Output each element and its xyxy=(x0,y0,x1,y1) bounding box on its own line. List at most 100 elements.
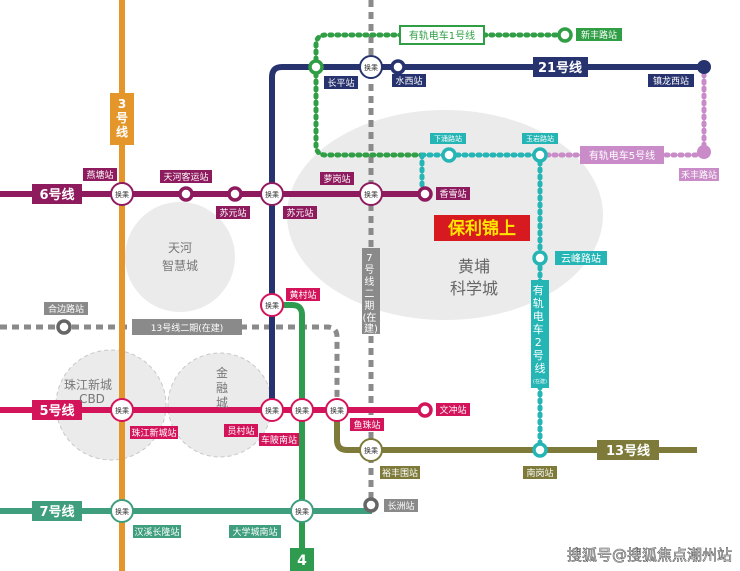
zone-huangpu-1: 黄埔 xyxy=(458,257,490,276)
line7-badge-bg xyxy=(32,501,82,521)
line6-badge-bg xyxy=(32,184,82,204)
label-changzhou: 长洲站 xyxy=(387,500,414,512)
label-menggang-bg xyxy=(320,172,354,185)
transfer-yuancun-label: 换乘 xyxy=(265,406,279,415)
line5-badge-bg xyxy=(32,400,82,420)
line7ext-c1: 7 xyxy=(366,253,372,264)
transfer-yuancun-ring xyxy=(260,398,284,422)
label-wenchong-bg xyxy=(436,403,470,416)
label-suyuan2: 苏元站 xyxy=(286,207,313,219)
station-dot-shuixi xyxy=(390,59,406,75)
line13-badge-bg xyxy=(597,440,659,460)
label-nangang-bg xyxy=(523,466,557,479)
transfer-suyuan: 换乘 xyxy=(260,182,284,206)
transfer-yufengwei-label: 换乘 xyxy=(364,446,378,455)
transfer-zhujiangxincheng-label: 换乘 xyxy=(115,406,129,415)
transfer-hanxi-label: 换乘 xyxy=(115,507,129,516)
label-zhenlongxi: 镇龙西站 xyxy=(653,75,689,87)
label-hebian-bg xyxy=(44,302,88,315)
transfer-yantang-ring xyxy=(110,182,134,206)
line7ext-c4: 二 xyxy=(364,289,374,300)
label-xinfeng: 新丰路站 xyxy=(581,29,617,41)
label-yuzhu-bg xyxy=(350,418,384,431)
transfer-daxuecheng-label: 换乘 xyxy=(295,507,309,516)
tram2-c7: 线 xyxy=(535,361,546,375)
label-chebeinan-bg xyxy=(259,433,299,446)
label-yuancun: 员村站 xyxy=(227,425,254,437)
station-dot-xiangxue xyxy=(417,186,433,202)
line7ext-c3: 线 xyxy=(364,275,374,288)
line7ext-badge-bg xyxy=(362,248,380,334)
label-xiayong-bg xyxy=(430,133,466,144)
station-dot-changping xyxy=(308,59,324,75)
label-huangcun-bg xyxy=(286,288,320,301)
label-chebeinan: 车陂南站 xyxy=(261,434,297,446)
watermark: 搜狐号@搜狐焦点潮州站 xyxy=(567,546,732,564)
line13ext-badge-bg xyxy=(132,319,242,335)
transfer-suyuan-ring xyxy=(260,182,284,206)
transfer-huangcun-ring xyxy=(260,293,284,317)
label-hanxi-bg xyxy=(133,525,181,538)
tram2-c2: 轨 xyxy=(533,296,544,310)
label-nangang: 南岗站 xyxy=(526,467,553,479)
transfer-yantang: 换乘 xyxy=(110,182,134,206)
label-yuancun-bg xyxy=(224,424,258,437)
tram2-c4: 车 xyxy=(533,322,544,336)
transfer-menggang-ring xyxy=(359,182,383,206)
transfer-daxuecheng-ring xyxy=(290,499,314,523)
label-suyuan2-bg xyxy=(283,206,317,219)
transfer-zhujiangxincheng-ring xyxy=(110,398,134,422)
tram2-c3: 电 xyxy=(533,310,544,323)
tram1-branch-path xyxy=(313,64,430,158)
line21-badge-bg xyxy=(533,57,588,77)
line3-badge-bg xyxy=(110,93,134,145)
label-yufengwei: 裕丰围站 xyxy=(382,467,418,479)
transfer-chebeinan: 换乘 xyxy=(290,398,314,422)
label-zhenlongxi-bg xyxy=(648,74,694,87)
label-xiangxue-bg xyxy=(436,187,470,200)
station-dot-xinfeng xyxy=(557,27,573,43)
label-changping: 长平站 xyxy=(327,77,354,89)
transfer-yuzhu: 换乘 xyxy=(325,398,349,422)
label-shuixi-bg xyxy=(392,74,426,87)
label-changzhou-bg xyxy=(384,499,418,512)
line21-badge: 21号线 xyxy=(538,60,582,76)
label-hebian: 合边路站 xyxy=(48,303,84,315)
tram2-c6: 号 xyxy=(533,349,544,362)
label-wenchong: 文冲站 xyxy=(439,404,466,416)
tram2-c1: 有 xyxy=(533,283,544,297)
transfer-daxuecheng: 换乘 xyxy=(290,499,314,523)
label-yufeng-bg xyxy=(522,133,558,144)
tram1-path xyxy=(313,32,568,70)
label-daxuecheng: 大学城南站 xyxy=(232,526,277,538)
highlight-bg xyxy=(434,215,530,241)
label-yuzhu: 鱼珠站 xyxy=(353,419,380,431)
line5-badge: 5号线 xyxy=(39,403,74,419)
zone-tianhe-2: 智慧城 xyxy=(162,258,198,273)
transfer-yuancun: 换乘 xyxy=(260,398,284,422)
label-xinfeng-bg xyxy=(576,28,622,41)
station-dot-xiayong xyxy=(441,147,457,163)
line7ext-c5: 期 xyxy=(364,300,374,312)
label-hanxi: 汉溪长隆站 xyxy=(134,526,179,538)
tram2-badge-bg xyxy=(531,280,549,388)
tram5-badge: 有轨电车5号线 xyxy=(589,149,655,162)
line13-path xyxy=(334,410,697,453)
line3-badge-text1: 号 xyxy=(116,110,128,125)
tram1-badge-bg xyxy=(399,25,485,45)
tram1-badge: 有轨电车1号线 xyxy=(409,29,475,42)
label-huangcun: 黄村站 xyxy=(289,289,316,301)
label-menggang: 萝岗站 xyxy=(323,173,350,185)
line7-badge: 7号线 xyxy=(39,504,74,520)
transfer-hanxi: 换乘 xyxy=(110,499,134,523)
line4-path xyxy=(272,302,305,571)
zone-jinrong-2: 融 xyxy=(216,381,228,395)
transfer-yuzhu-ring xyxy=(325,398,349,422)
station-dots xyxy=(56,27,711,513)
transfer-huangcun: 换乘 xyxy=(260,293,284,317)
station-dot-nangang xyxy=(532,442,548,458)
transfer-huangcun-label: 换乘 xyxy=(265,301,279,310)
label-hexiang: 禾丰路站 xyxy=(681,169,717,181)
